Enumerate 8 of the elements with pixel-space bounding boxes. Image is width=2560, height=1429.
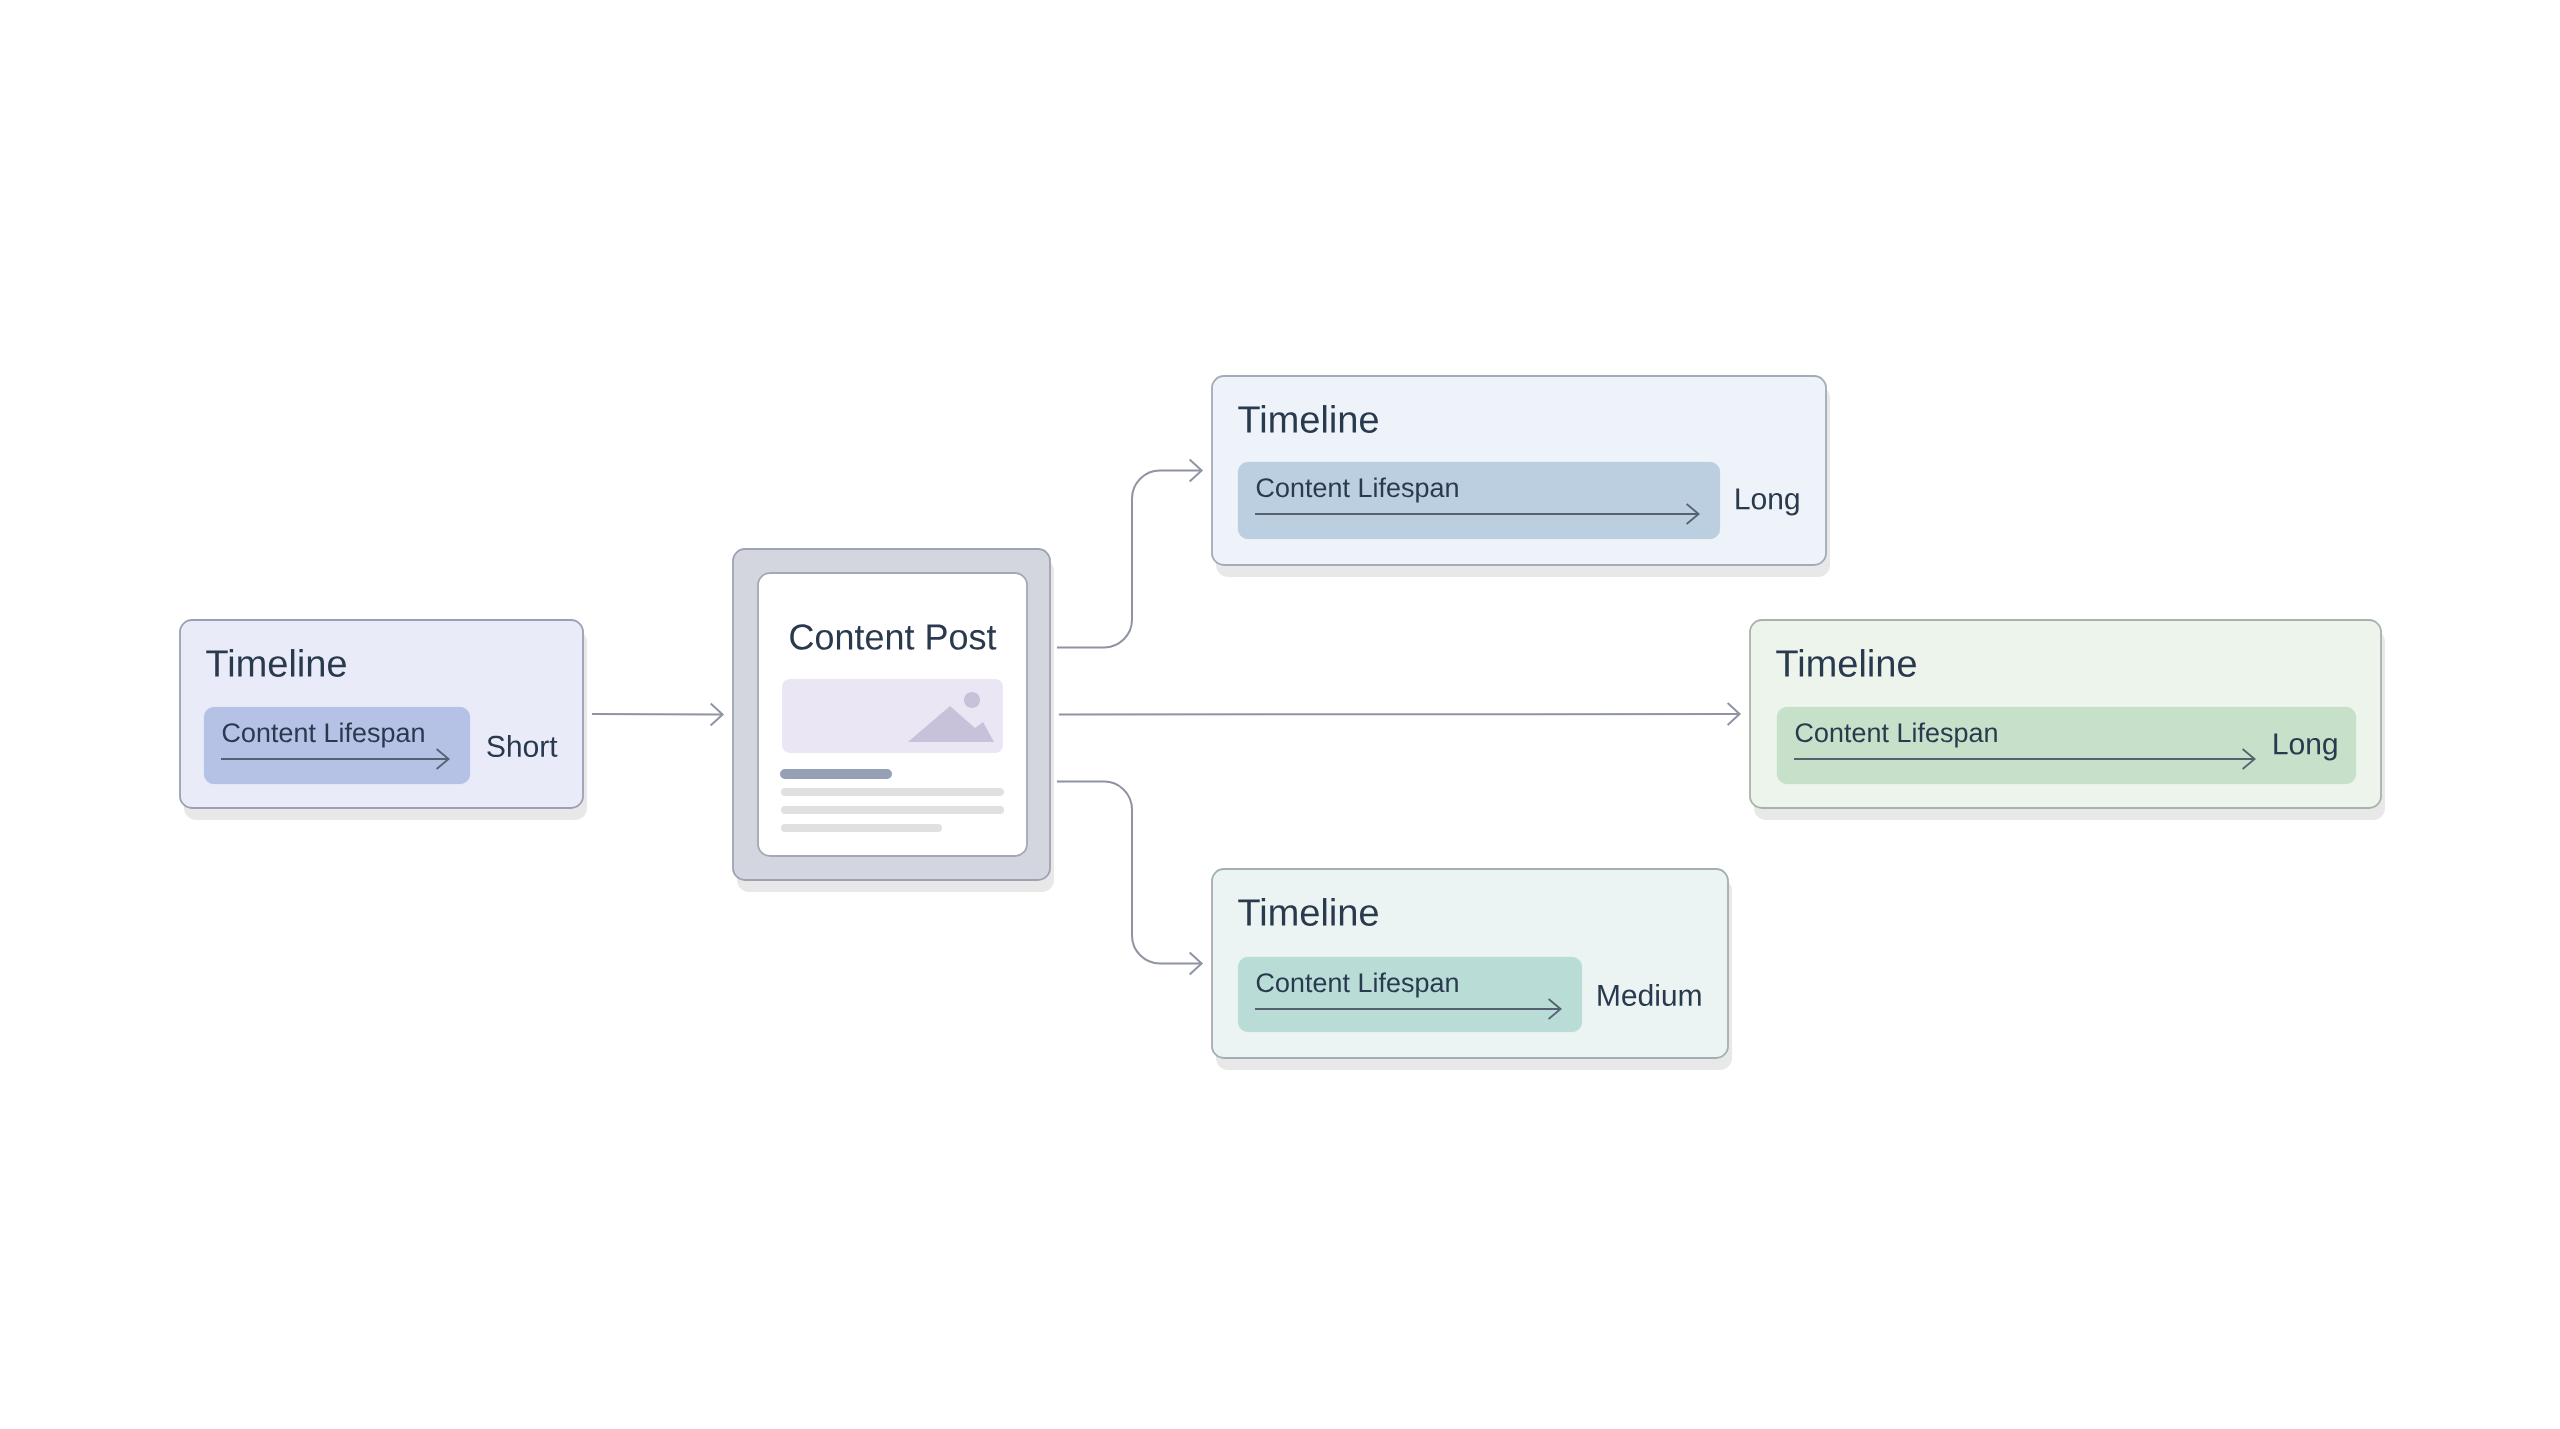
arrow: [1055, 780, 1204, 976]
lifespan-bar: Content Lifespan: [1237, 461, 1721, 540]
arrow: [1057, 702, 1742, 726]
arrow: [1055, 458, 1204, 649]
lifespan-bar: Content Lifespan: [203, 706, 471, 785]
lifespan-bar: Content Lifespan: [1237, 956, 1583, 1033]
lifespan-bar: Content Lifespan Long: [1776, 706, 2357, 785]
arrow: [590, 702, 725, 727]
